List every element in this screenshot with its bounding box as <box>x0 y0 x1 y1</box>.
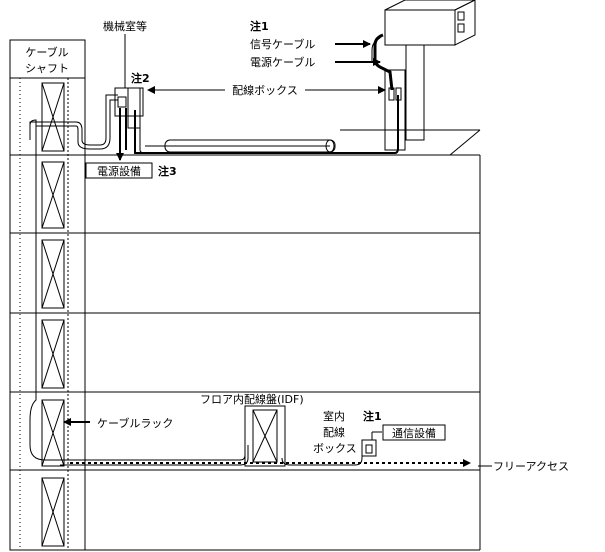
roof-thick-cable <box>134 95 399 154</box>
comm-equipment-label: 通信設備 <box>392 426 436 440</box>
power-equipment-box <box>85 162 153 179</box>
note1-top-label: 注1 <box>250 19 269 33</box>
wiring-box-label: 配線ボックス <box>232 83 298 97</box>
floor5-cable-to-room-box <box>281 439 372 466</box>
idf-cabinet <box>244 405 286 467</box>
roof-outdoor-unit <box>384 0 476 46</box>
machine-room-label: 機械室等 <box>103 19 147 33</box>
roof-equipment-stand <box>384 41 425 151</box>
roof-wiring-conduit <box>139 115 336 154</box>
idf-label: フロア内配線盤(IDF) <box>200 392 304 406</box>
room-wiring-box-label-2: 配線 <box>323 425 345 439</box>
room-wiring-box <box>361 431 382 457</box>
cable-shaft-label-2: シャフト <box>25 62 69 75</box>
floor5-cable-to-idf <box>60 454 246 461</box>
power-equipment-label: 電源設備 <box>97 164 141 178</box>
top-cable-to-machine-room-inner <box>35 99 118 150</box>
power-cable-label: 電源ケーブル <box>250 55 315 69</box>
cable-rack-segments <box>41 82 65 547</box>
building-outline <box>9 39 481 551</box>
top-cable-to-machine-room <box>29 94 118 146</box>
free-access-label: フリーアクセス <box>493 460 569 473</box>
signal-cable-label: 信号ケーブル <box>250 37 315 51</box>
note1-bottom-label: 注1 <box>363 409 382 423</box>
cable-shaft-label-1: ケーブル <box>25 45 68 59</box>
shaft-cable-loop <box>29 119 60 461</box>
roof-signal-cable-outline <box>371 37 381 62</box>
comm-equipment-box <box>382 424 446 441</box>
room-wiring-box-label-3: ボックス <box>313 442 357 455</box>
cable-rack-label: ケーブルラック <box>97 416 173 430</box>
note2-label: 注2 <box>131 71 150 85</box>
room-wiring-box-label-1: 室内 <box>323 409 345 423</box>
note3-label: 注3 <box>158 164 177 178</box>
